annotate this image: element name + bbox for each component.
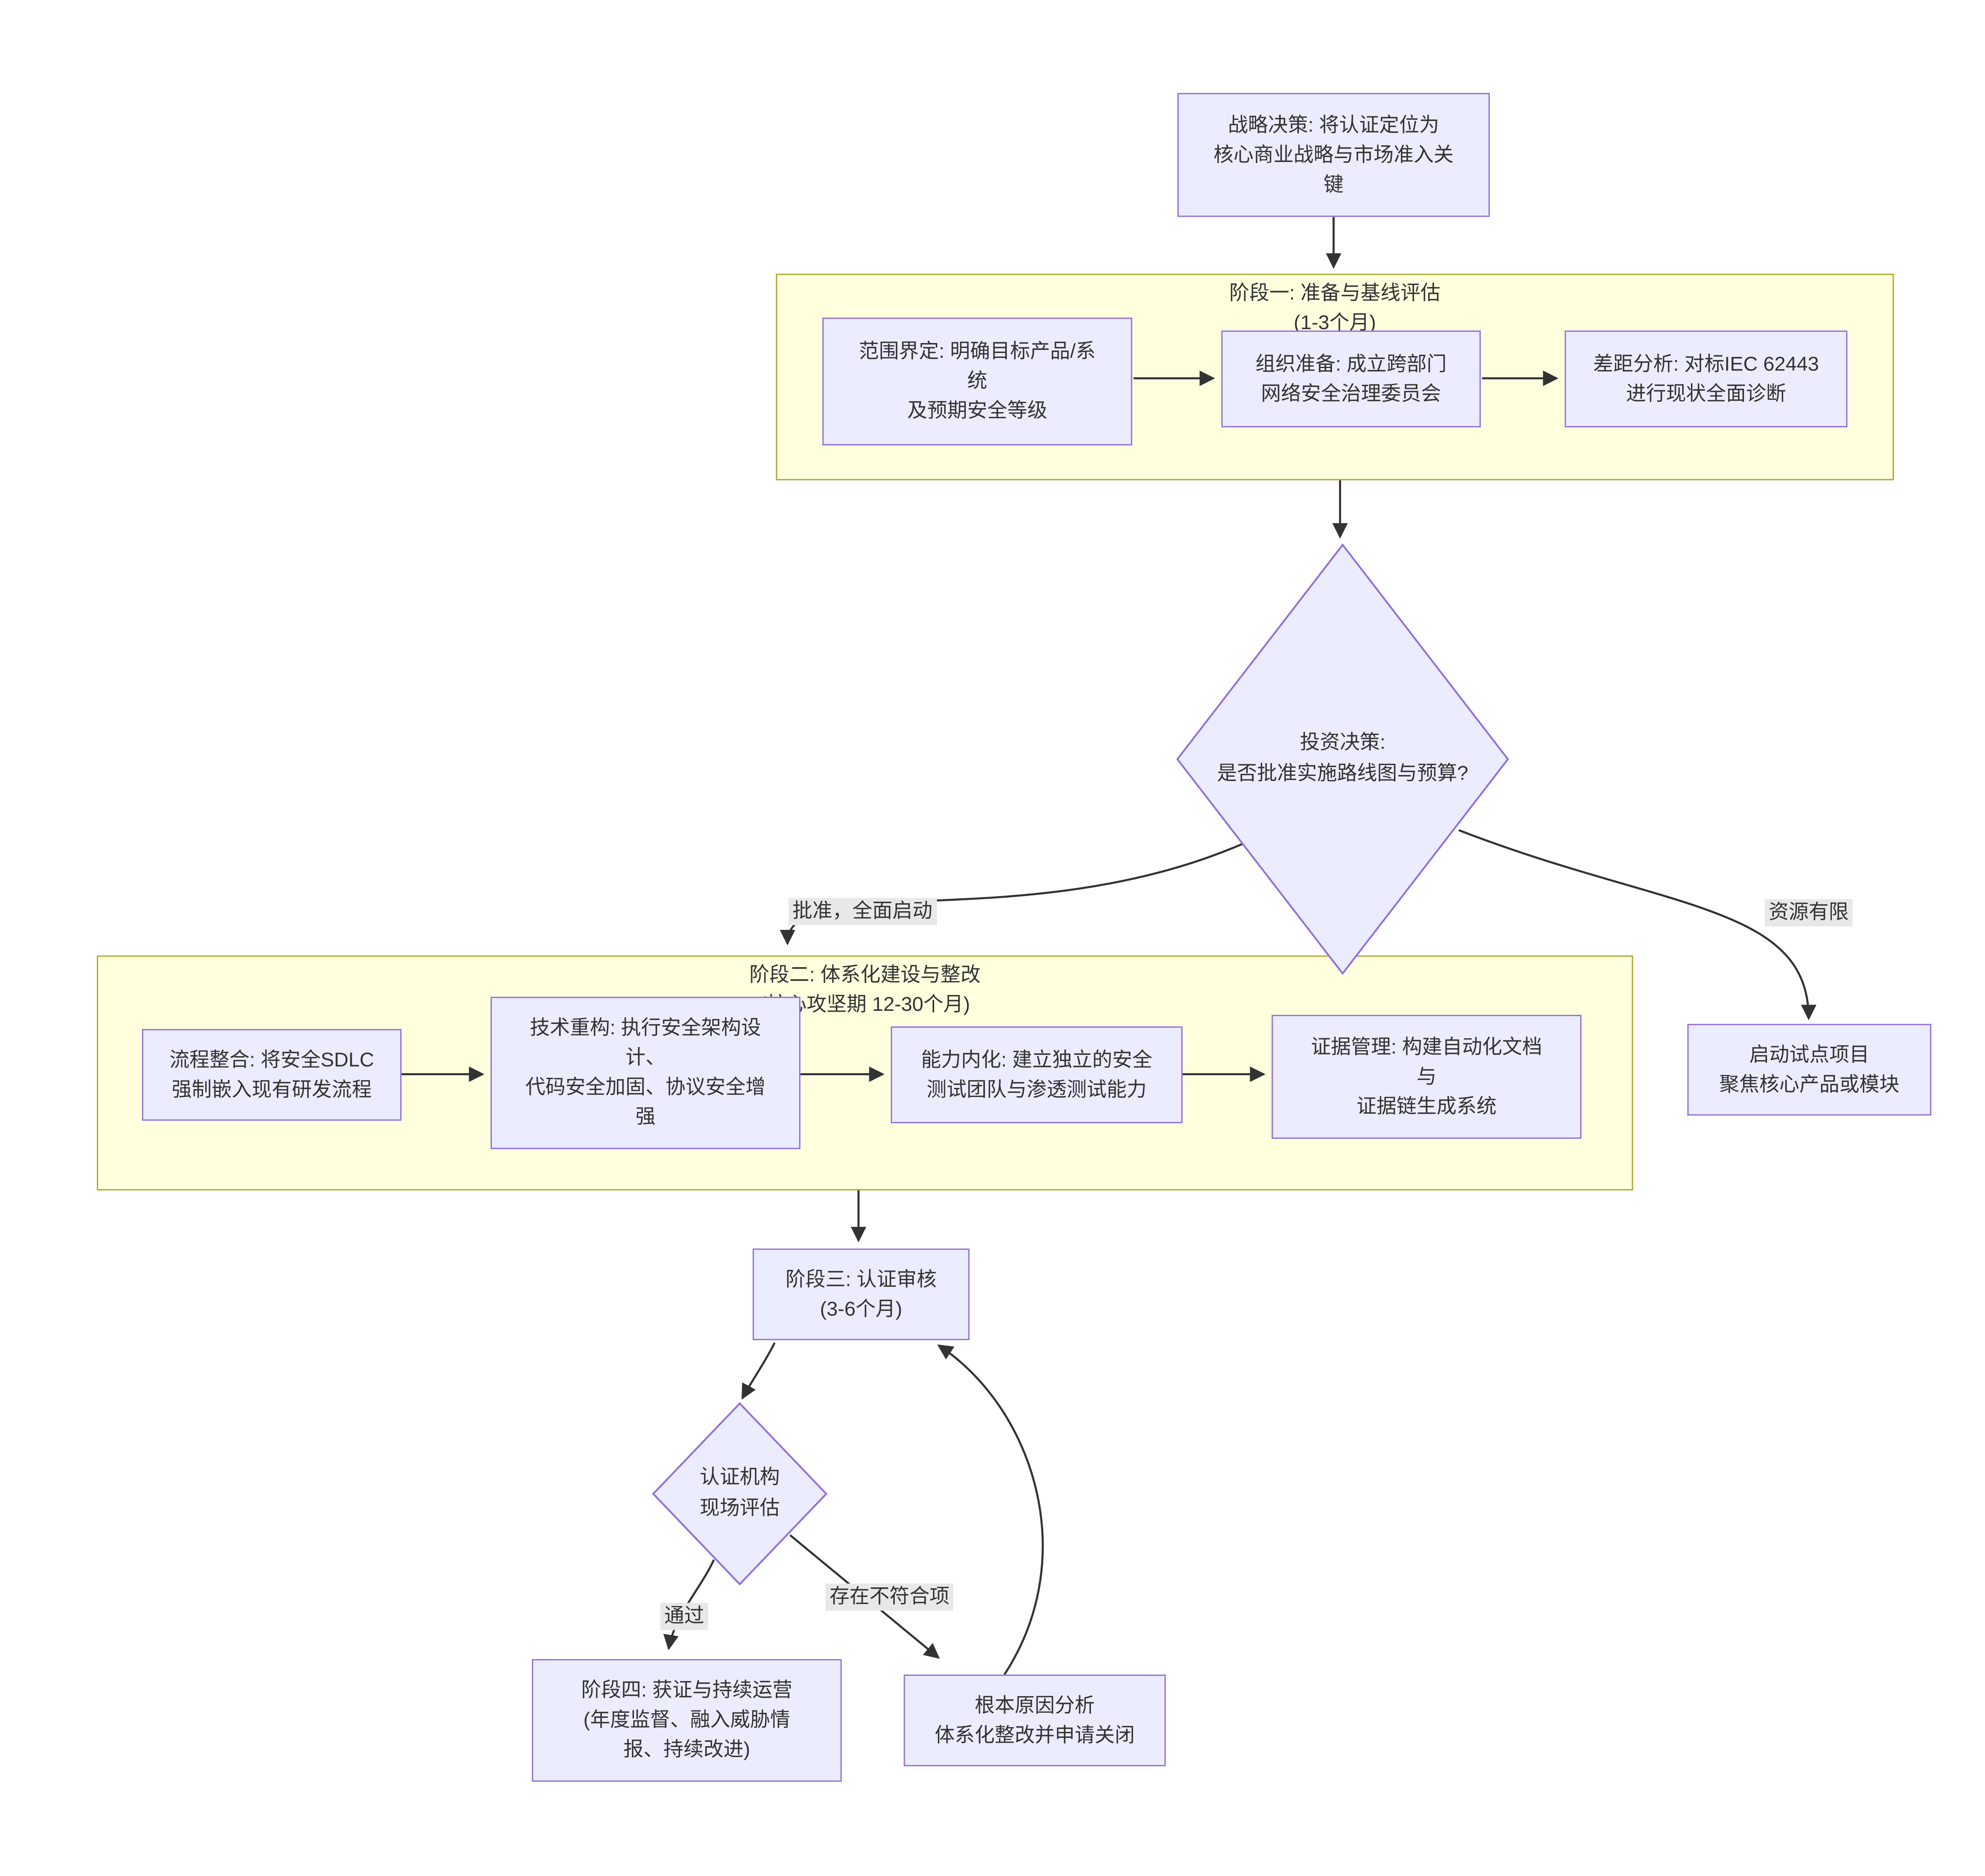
edge-label-pass: 通过	[660, 1603, 708, 1630]
node-pilot-project: 启动试点项目 聚焦核心产品或模块	[1687, 1024, 1931, 1116]
edge-approve-to-phase2	[780, 835, 1259, 946]
edge-label-limited-resources: 资源有限	[1765, 899, 1853, 927]
decision-assessment-shape	[652, 1402, 828, 1586]
node-root-cause: 根本原因分析 体系化整改并申请关闭	[904, 1674, 1166, 1766]
node-gap-analysis: 差距分析: 对标IEC 62443 进行现状全面诊断	[1565, 330, 1848, 428]
node-scope-definition: 范围界定: 明确目标产品/系 统 及预期安全等级	[822, 317, 1132, 445]
node-process-integration: 流程整合: 将安全SDLC 强制嵌入现有研发流程	[142, 1029, 402, 1121]
edge-label-nonconformity: 存在不符合项	[825, 1583, 954, 1611]
node-phase3-audit: 阶段三: 认证审核 (3-6个月)	[752, 1248, 970, 1340]
edge-rootcause-to-phase3	[937, 1344, 1044, 1675]
decision-assessment-label: 认证机构 现场评估	[700, 1467, 780, 1520]
node-strategy-decision: 战略决策: 将认证定位为 核心商业战略与市场准入关 键	[1177, 93, 1490, 217]
node-evidence-management: 证据管理: 构建自动化文档 与 证据链生成系统	[1272, 1014, 1582, 1139]
cluster-phase1-title: 阶段一: 准备与基线评估 (1-3个月)	[1229, 283, 1441, 334]
edge-pass-to-phase4	[663, 1559, 715, 1650]
node-phase4-operation: 阶段四: 获证与持续运营 (年度监督、融入威胁情 报、持续改进)	[532, 1659, 842, 1782]
node-org-preparation: 组织准备: 成立跨部门 网络安全治理委员会	[1221, 330, 1481, 428]
node-capability-internalization: 能力内化: 建立独立的安全 测试团队与渗透测试能力	[890, 1026, 1183, 1124]
edge-limited-to-pilot	[1458, 829, 1817, 1020]
edge-label-approve: 批准，全面启动	[788, 898, 937, 925]
decision-invest-label: 投资决策: 是否批准实施路线图与预算?	[1217, 732, 1469, 785]
edge-phase3-to-assessment	[741, 1342, 776, 1400]
decision-invest-shape	[1176, 543, 1509, 975]
node-tech-refactoring: 技术重构: 执行安全架构设 计、 代码安全加固、协议安全增 强	[490, 997, 801, 1149]
